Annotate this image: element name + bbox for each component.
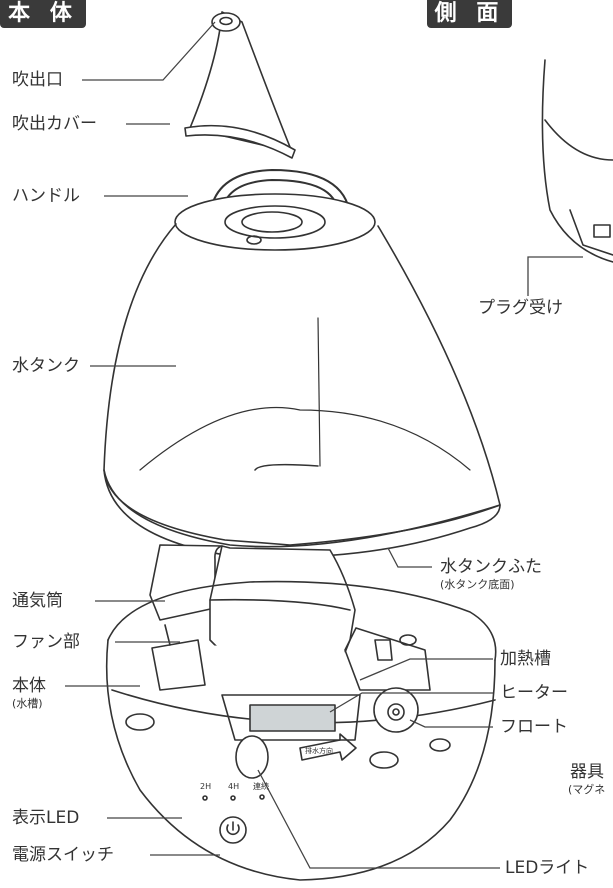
outlet-cover-disc [184, 124, 296, 159]
label-magnet-cut: (マグネ [568, 783, 606, 796]
float [373, 687, 419, 733]
label-power-switch: 電源スイッチ [12, 845, 114, 865]
tank-top-plate [174, 193, 376, 251]
label-appliance-cut: 器具 [570, 762, 604, 782]
label-fan: ファン部 [12, 632, 80, 652]
label-heater: ヒーター [500, 683, 568, 703]
label-handle: ハンドル [12, 186, 80, 206]
water-tank [103, 223, 501, 546]
side-view-tab: 側 面 [427, 0, 512, 28]
heater [249, 704, 336, 732]
base-body [105, 639, 496, 881]
timer-4h-label: 4H [228, 782, 239, 791]
label-air-duct: 通気筒 [12, 591, 63, 611]
continuous-label: 連続 [253, 781, 269, 791]
front-view-tab: 本 体 [0, 0, 86, 28]
label-plug-receptacle: プラグ受け [478, 298, 563, 318]
label-float: フロート [500, 717, 568, 737]
handle [209, 169, 351, 216]
label-body-note: (水槽) [12, 697, 43, 710]
label-indicator-led: 表示LED [12, 808, 80, 828]
label-led-light: LEDライト [505, 858, 590, 878]
label-outlet-cover: 吹出カバー [12, 114, 97, 134]
timer-2h-label: 2H [200, 782, 211, 791]
air-duct [149, 544, 223, 621]
side-view-body [541, 59, 613, 263]
label-tank-lid-note: (水タンク底面) [440, 578, 515, 591]
label-outlet: 吹出口 [12, 70, 63, 90]
label-body: 本体 [12, 676, 46, 696]
label-water-tank: 水タンク [12, 356, 80, 376]
outlet-tip [211, 12, 241, 32]
led-light [235, 735, 269, 779]
drain-direction-text: 排水方向 [305, 746, 333, 755]
label-tank-lid: 水タンクふた [440, 557, 542, 577]
label-heating-tank: 加熱槽 [500, 649, 551, 669]
drain-arrow [299, 733, 357, 761]
